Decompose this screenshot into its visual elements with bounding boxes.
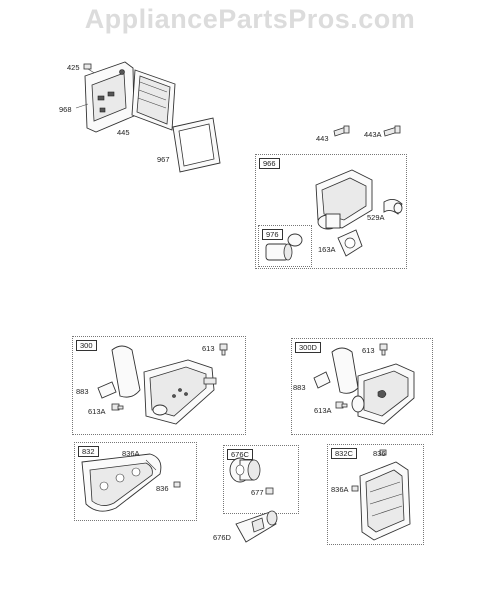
deflector-676D-icon <box>235 510 278 543</box>
part-label-443: 443 <box>316 134 329 143</box>
muffler-300-icon <box>111 345 217 425</box>
part-label-883-b: 883 <box>293 383 306 392</box>
gasket-163A-icon <box>337 229 363 257</box>
assembly-box-976: 976 <box>258 225 312 267</box>
part-label-968: 968 <box>59 105 72 114</box>
snorkel-976-icon <box>265 233 303 261</box>
air-cleaner-housing-966-icon <box>315 169 403 230</box>
screw-677-icon <box>265 487 274 495</box>
assembly-tag-300: 300 <box>76 340 97 351</box>
assembly-box-832C: 832C <box>327 444 424 545</box>
part-label-677: 677 <box>251 488 264 497</box>
assembly-tag-832C: 832C <box>331 448 357 459</box>
part-label-445: 445 <box>117 128 130 137</box>
part-label-613-b: 613 <box>362 346 375 355</box>
part-label-676D: 676D <box>213 533 231 542</box>
part-label-836: 836 <box>156 484 169 493</box>
heat-shield-883-icon <box>97 381 117 399</box>
assembly-box-300D: 300D <box>291 338 433 435</box>
screw-613-icon <box>219 343 228 356</box>
part-label-836A-b: 836A <box>331 485 349 494</box>
muffler-300D-icon <box>331 347 415 425</box>
part-label-836-b: 836 <box>373 449 386 458</box>
part-label-163A: 163A <box>318 245 336 254</box>
screw-613-b-icon <box>379 343 388 356</box>
part-label-613: 613 <box>202 344 215 353</box>
part-label-443A: 443A <box>364 130 382 139</box>
muffler-guard-832-icon <box>81 453 162 512</box>
pre-cleaner-967-icon <box>172 117 221 173</box>
part-label-613A: 613A <box>88 407 106 416</box>
spark-arrestor-676C-icon <box>229 457 261 483</box>
part-label-613A-b: 613A <box>314 406 332 415</box>
part-label-425: 425 <box>67 63 80 72</box>
part-label-836A: 836A <box>122 449 140 458</box>
heat-shield-883-b-icon <box>313 371 331 389</box>
assembly-box-300: 300 <box>72 336 246 435</box>
assembly-tag-976: 976 <box>262 229 283 240</box>
assembly-tag-832: 832 <box>78 446 99 457</box>
screw-836A-b-icon <box>351 485 359 492</box>
screw-613A-icon <box>111 403 124 411</box>
assembly-tag-966: 966 <box>259 158 280 169</box>
air-filter-445-icon <box>131 69 176 131</box>
screw-443-icon <box>333 125 350 137</box>
muffler-guard-832C-icon <box>359 461 411 541</box>
screw-613A-b-icon <box>335 401 348 409</box>
screw-836-b-icon <box>379 449 387 456</box>
assembly-box-966: 966 <box>255 154 407 269</box>
air-cleaner-base-968-icon <box>75 61 135 133</box>
screw-836-icon <box>173 481 181 488</box>
part-label-883: 883 <box>76 387 89 396</box>
screw-443A-icon <box>383 125 401 137</box>
assembly-tag-300D: 300D <box>295 342 321 353</box>
assembly-box-832: 832 <box>74 442 197 521</box>
part-label-529A: 529A <box>367 213 385 222</box>
part-label-967: 967 <box>157 155 170 164</box>
watermark-logo: AppliancePartsPros.com <box>84 4 416 34</box>
